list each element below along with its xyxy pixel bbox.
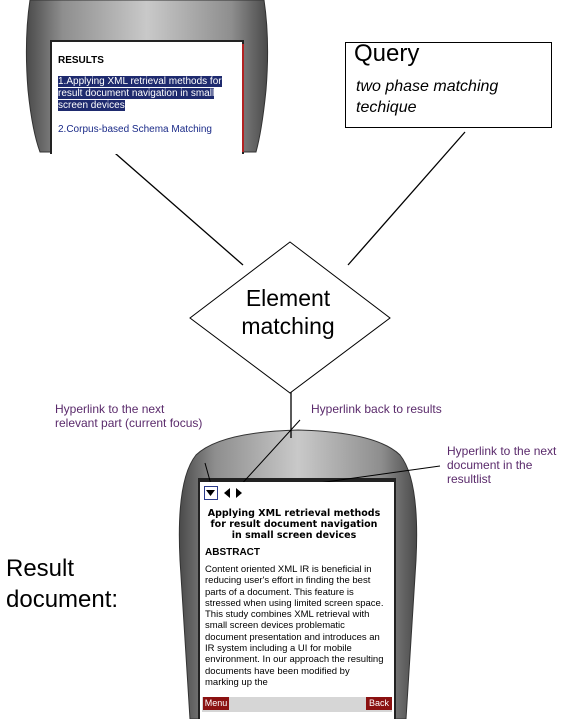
next-part-annotation: Hyperlink to the next relevant part (cur… [55, 402, 203, 430]
softkey-bar [202, 697, 392, 712]
back-to-results-annotation: Hyperlink back to results [311, 402, 442, 416]
results-scrollbar [240, 44, 244, 152]
query-to-matching-line [347, 131, 466, 266]
query-subtitle: two phase matching techique [356, 78, 499, 116]
element-matching-label: Element matching [241, 285, 335, 339]
results-heading: RESULTS [58, 55, 104, 66]
document-section-heading: ABSTRACT [205, 547, 260, 558]
document-screen [200, 482, 394, 719]
result-item-1[interactable]: 1.Applying XML retrieval methods for res… [58, 76, 236, 112]
back-to-results-pointer [237, 419, 301, 489]
query-title: Query [354, 40, 420, 67]
menu-softkey[interactable]: Menu [203, 697, 229, 710]
results-to-matching-line [99, 139, 244, 266]
next-document-annotation: Hyperlink to the next document in the re… [447, 444, 557, 486]
document-title: Applying XML retrieval methods for resul… [207, 508, 381, 541]
down-arrow-icon[interactable] [204, 486, 218, 500]
document-body: Content oriented XML IR is beneficial in… [205, 564, 384, 688]
element-matching-diamond [189, 241, 391, 394]
back-softkey[interactable]: Back [366, 697, 392, 710]
result-item-1-text[interactable]: 1.Applying XML retrieval methods for res… [58, 76, 222, 111]
result-document-label: Result document: [6, 555, 119, 613]
right-arrow-icon[interactable] [234, 486, 244, 500]
query-box [345, 42, 552, 128]
left-arrow-icon[interactable] [222, 486, 232, 500]
result-item-2[interactable]: 2.Corpus-based Schema Matching [58, 124, 212, 135]
